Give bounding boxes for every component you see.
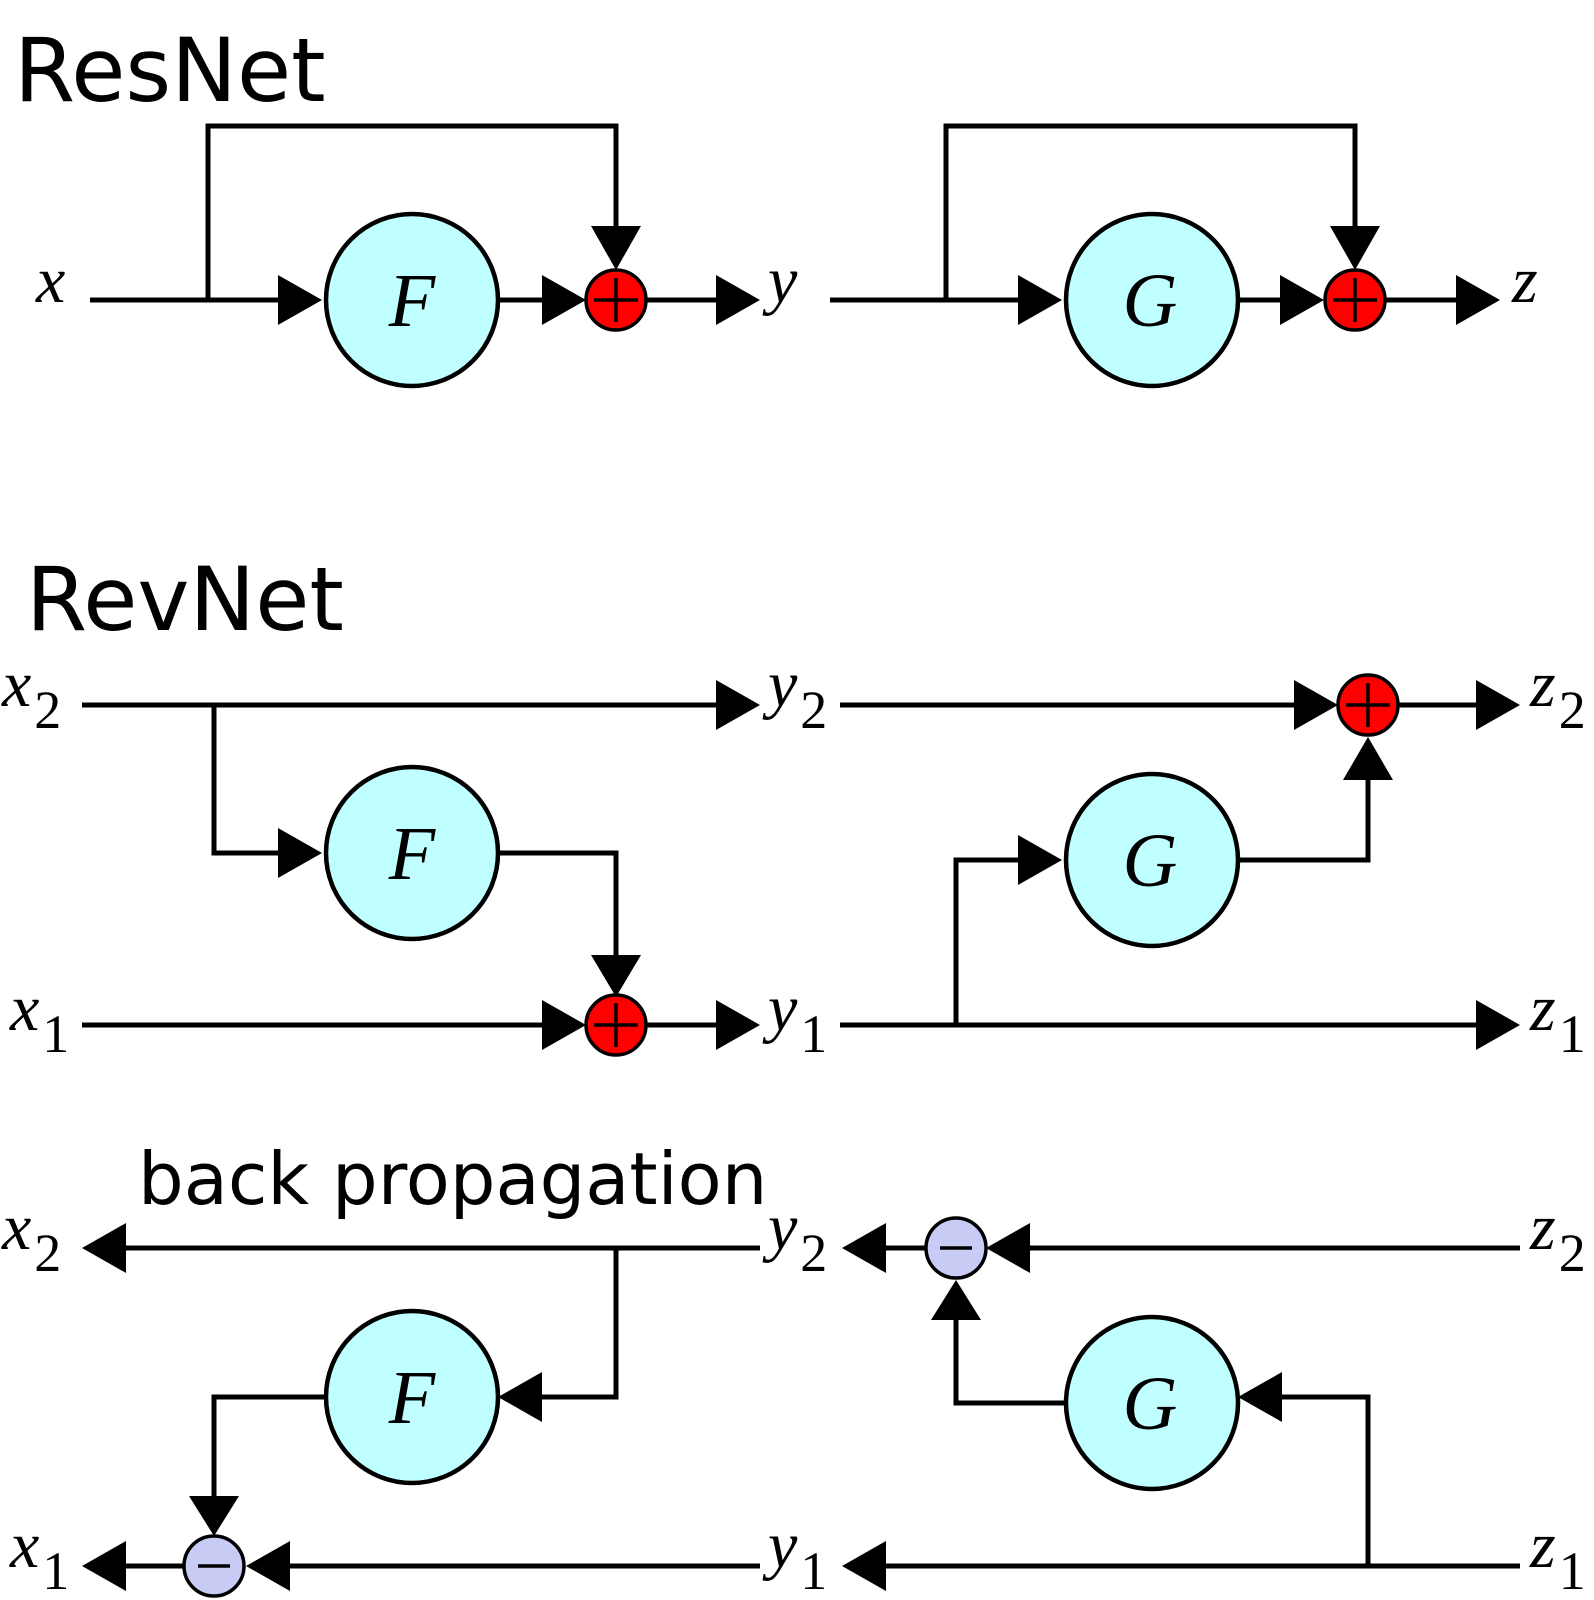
plus-circle-icon (1336, 673, 1400, 737)
revnet-section: RevNet F (1, 548, 1586, 1064)
backprop-y1-label: y1 (762, 1509, 827, 1600)
arrowhead-icon (1238, 1372, 1282, 1422)
revnet-z2-label: z2 (1529, 648, 1586, 740)
revnet-y1-label: y1 (762, 972, 827, 1064)
backprop-f-label: F (388, 1356, 437, 1440)
arrowhead-icon (498, 1372, 542, 1422)
resnet-f-label: F (388, 259, 437, 343)
arrowhead-icon (1476, 680, 1520, 730)
arrowhead-icon (1018, 835, 1062, 885)
arrowhead-icon (1294, 680, 1338, 730)
arrowhead-icon (591, 226, 641, 270)
arrowhead-icon (1280, 275, 1324, 325)
revnet-x1-label: x1 (9, 972, 69, 1064)
arrowhead-icon (842, 1541, 886, 1591)
plus-circle-icon (1323, 268, 1387, 332)
backprop-g-out-wire (953, 1320, 1066, 1406)
arrowhead-icon (189, 1496, 239, 1536)
backprop-x2-label: x2 (1, 1191, 61, 1283)
revnet-g-label: G (1123, 819, 1178, 903)
resnet-g-label: G (1123, 259, 1178, 343)
arrowhead-icon (1018, 275, 1062, 325)
arrowhead-icon (82, 1541, 126, 1591)
arrowhead-icon (1343, 737, 1393, 780)
revnet-f-out-wire (498, 850, 619, 955)
arrowhead-icon (542, 1000, 586, 1050)
arrowhead-icon (542, 275, 586, 325)
arrowhead-icon (1476, 1000, 1520, 1050)
arrowhead-icon (278, 828, 322, 878)
revnet-f-label: F (388, 812, 437, 896)
revnet-title: RevNet (26, 548, 344, 651)
minus-circle-icon (924, 1216, 988, 1280)
arrowhead-icon (1330, 226, 1380, 270)
arrowhead-icon (591, 955, 641, 997)
resnet-f-node (323, 211, 501, 389)
revnet-y2-label: y2 (762, 648, 827, 740)
backprop-g-label: G (1123, 1362, 1178, 1446)
backprop-section: back propagation F G (1, 1137, 1586, 1600)
backprop-g-in-wire (1282, 1394, 1371, 1566)
plus-circle-icon (584, 993, 648, 1057)
backprop-z2-label: z2 (1529, 1191, 1586, 1283)
arrowhead-icon (931, 1280, 981, 1320)
revnet-f-in-wire (211, 705, 278, 856)
backprop-y2-label: y2 (762, 1191, 827, 1283)
resnet-x-label: x (35, 244, 65, 317)
resnet-z-label: z (1511, 244, 1538, 317)
resnet-skip-wire-1 (205, 123, 619, 300)
backprop-f-out-wire (211, 1394, 326, 1496)
arrowhead-icon (716, 680, 760, 730)
arrowhead-icon (986, 1223, 1030, 1273)
backprop-z1-label: z1 (1529, 1509, 1586, 1600)
backprop-f-in-wire (542, 1248, 619, 1400)
plus-circle-icon (584, 268, 648, 332)
arrowhead-icon (842, 1223, 886, 1273)
resnet-skip-wire-2 (943, 123, 1358, 300)
arrowhead-icon (82, 1223, 126, 1273)
resnet-section: ResNet F x y G z (14, 19, 1538, 389)
resnet-title: ResNet (14, 19, 326, 122)
arrowhead-icon (246, 1541, 290, 1591)
arrowhead-icon (278, 275, 322, 325)
revnet-g-out-wire (1238, 780, 1371, 863)
minus-circle-icon (182, 1534, 246, 1598)
arrowhead-icon (1456, 275, 1500, 325)
backprop-x1-label: x1 (9, 1509, 69, 1600)
arrowhead-icon (716, 275, 760, 325)
resnet-g-node (1063, 211, 1241, 389)
backprop-caption: back propagation (138, 1137, 767, 1221)
arrowhead-icon (716, 1000, 760, 1050)
resnet-y-label: y (762, 244, 798, 317)
revnet-z1-label: z1 (1529, 972, 1586, 1064)
revnet-x2-label: x2 (1, 648, 61, 740)
revnet-g-in-wire (953, 857, 1018, 1025)
